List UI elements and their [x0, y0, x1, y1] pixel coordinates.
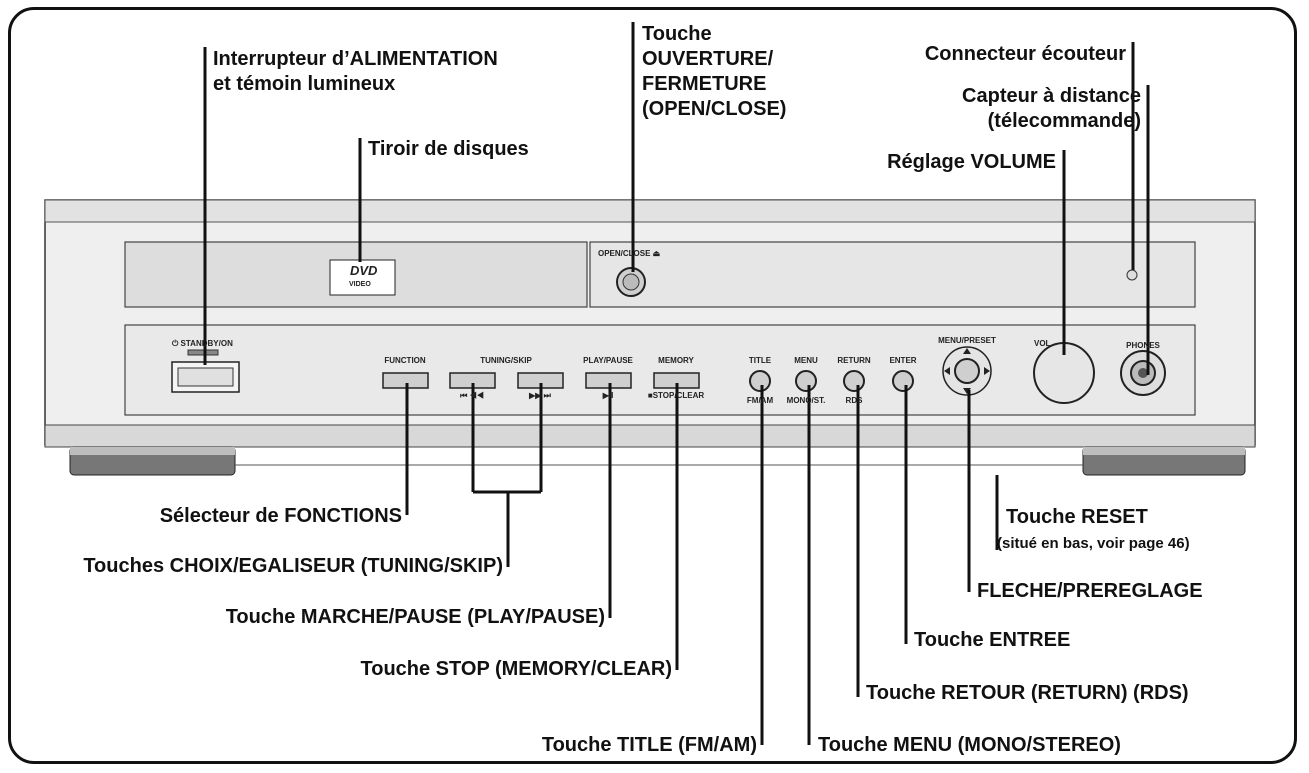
- title-button[interactable]: [749, 370, 771, 392]
- menu-label: MENU: [794, 356, 818, 365]
- diagram-frame: [8, 7, 1297, 764]
- return-label: RETURN: [837, 356, 871, 365]
- callout-open-close-line1: Touche: [642, 23, 712, 45]
- dvd-logo-subtext: VIDEO: [349, 281, 371, 288]
- callout-open-close-line2: OUVERTURE/: [642, 48, 774, 70]
- callout-enter: Touche ENTREE: [914, 629, 1071, 651]
- title-label: TITLE: [748, 356, 772, 365]
- callout-reset: Touche RESET: [1006, 506, 1148, 528]
- callout-return: Touche RETOUR (RETURN) (RDS): [866, 682, 1189, 704]
- play-pause-label: PLAY/PAUSE: [583, 356, 633, 365]
- display-window: [589, 241, 1196, 308]
- callout-remote-line2: (télecommande): [987, 110, 1141, 132]
- skip-forward-label: ▶▶ ⏭: [529, 391, 551, 400]
- mono-st-label: MONO/ST.: [786, 396, 826, 405]
- skip-back-label: ⏮ ◀◀: [460, 391, 484, 400]
- callout-volume: Réglage VOLUME: [887, 151, 1056, 173]
- callout-arrow-preset: FLECHE/PREREGLAGE: [977, 580, 1203, 602]
- callout-power: Interrupteur d’ALIMENTATION et témoin lu…: [213, 47, 498, 97]
- open-close-label: OPEN/CLOSE ⏏: [598, 249, 661, 258]
- callout-tray: Tiroir de disques: [368, 138, 529, 160]
- callout-function: Sélecteur de FONCTIONS: [159, 505, 402, 527]
- menu-preset-label: MENU/PRESET: [938, 336, 996, 345]
- enter-label: ENTER: [889, 356, 917, 365]
- fm-am-label: FM/AM: [746, 396, 774, 405]
- return-button[interactable]: [843, 370, 865, 392]
- memory-label: MEMORY: [658, 356, 694, 365]
- callout-remote-line1: Capteur à distance: [962, 85, 1141, 107]
- callout-open-close: Touche OUVERTURE/ FERMETURE (OPEN/CLOSE): [642, 22, 786, 122]
- callout-power-line2: et témoin lumineux: [213, 73, 396, 95]
- rds-label: RDS: [845, 396, 863, 405]
- menu-button[interactable]: [795, 370, 817, 392]
- callout-headphone: Connecteur écouteur: [924, 43, 1126, 65]
- device-top-strip: [44, 199, 1256, 223]
- callout-reset-note: (situé en bas, voir page 46): [997, 535, 1190, 552]
- leader-lines: [203, 22, 1150, 745]
- callout-menu: Touche MENU (MONO/STEREO): [818, 734, 1121, 756]
- dvd-logo-text: DVD: [350, 263, 378, 278]
- callout-open-close-line4: (OPEN/CLOSE): [642, 98, 787, 120]
- play-pause-symbol: ▶II: [602, 391, 614, 400]
- callout-title: Touche TITLE (FM/AM): [541, 734, 757, 756]
- function-label: FUNCTION: [384, 356, 426, 365]
- device-base: [44, 424, 1256, 448]
- enter-button[interactable]: [892, 370, 914, 392]
- phones-label: PHONES: [1126, 341, 1160, 350]
- tuning-skip-label: TUNING/SKIP: [480, 356, 532, 365]
- stop-clear-label: ■STOP/CLEAR: [647, 391, 705, 400]
- control-panel: [124, 324, 1196, 416]
- callout-open-close-line3: FERMETURE: [642, 73, 767, 95]
- callout-tuning-skip: Touches CHOIX/EGALISEUR (TUNING/SKIP): [83, 555, 503, 577]
- standby-label: ⏻ STANDBY/ON: [172, 339, 233, 348]
- dvd-logo-box: [329, 259, 396, 296]
- vol-label: VOL.: [1034, 339, 1053, 348]
- callout-stop: Touche STOP (MEMORY/CLEAR): [360, 658, 673, 680]
- standby-indicator: [187, 349, 219, 356]
- callout-power-line1: Interrupteur d’ALIMENTATION: [213, 48, 498, 70]
- callout-remote-sensor: Capteur à distance (télecommande): [962, 84, 1141, 134]
- remote-sensor: [1126, 269, 1138, 281]
- callout-play-pause: Touche MARCHE/PAUSE (PLAY/PAUSE): [225, 606, 605, 628]
